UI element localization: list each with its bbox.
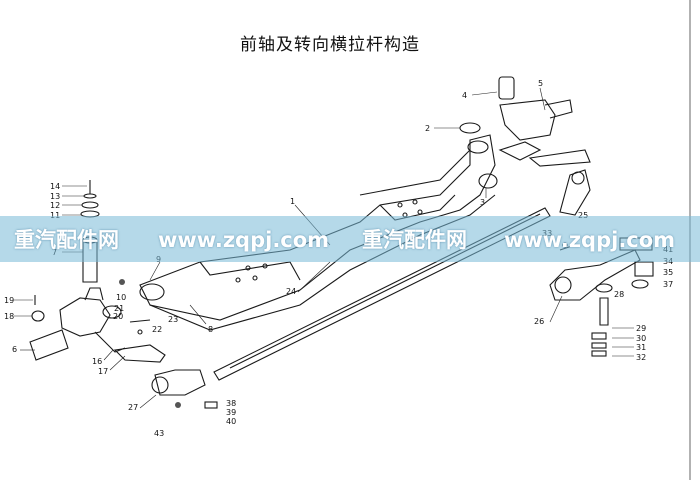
- callout-27: 27: [128, 403, 138, 412]
- left-tie-rod-end: [151, 369, 218, 409]
- callout-13: 13: [50, 192, 60, 201]
- callout-3: 3: [480, 198, 485, 207]
- callout-24: 24: [286, 287, 296, 296]
- callout-30: 30: [636, 334, 646, 343]
- callout-29: 29: [636, 324, 646, 333]
- callout-11: 11: [50, 211, 60, 220]
- left-steering-knuckle: [29, 287, 166, 363]
- callout-2: 2: [425, 124, 430, 133]
- callout-1: 1: [290, 197, 295, 206]
- callout-37: 37: [663, 280, 673, 289]
- callout-43: 43: [154, 429, 164, 438]
- watermark-url: www.zqpj.com: [158, 228, 330, 252]
- callout-39: 39: [226, 408, 236, 417]
- watermark-text-cn: 重汽配件网: [362, 228, 467, 252]
- diagram-title: 前轴及转向横拉杆构造: [240, 35, 420, 55]
- callout-35: 35: [663, 268, 673, 277]
- callout-40: 40: [226, 417, 236, 426]
- callout-32: 32: [636, 353, 646, 362]
- callout-38: 38: [226, 399, 236, 408]
- callout-6: 6: [12, 345, 17, 354]
- callout-22: 22: [152, 325, 162, 334]
- watermark-band: [0, 216, 700, 262]
- callout-14: 14: [50, 182, 60, 191]
- callout-16: 16: [92, 357, 102, 366]
- callout-25: 25: [578, 211, 588, 220]
- watermark-url: www.zqpj.com: [504, 228, 676, 252]
- callout-8: 8: [208, 325, 213, 334]
- callout-10: 10: [116, 293, 126, 302]
- callout-28: 28: [614, 290, 624, 299]
- callout-26: 26: [534, 317, 544, 326]
- callout-12: 12: [50, 201, 60, 210]
- callout-31: 31: [636, 343, 646, 352]
- callout-19: 19: [4, 296, 14, 305]
- callout-17: 17: [98, 367, 108, 376]
- right-steering-knuckle: [459, 76, 591, 189]
- callout-23: 23: [168, 315, 178, 324]
- callout-5: 5: [538, 79, 543, 88]
- callout-4: 4: [462, 91, 467, 100]
- callout-20: 20: [113, 312, 123, 321]
- right-tie-rod-end: [559, 169, 591, 216]
- callout-21: 21: [114, 304, 124, 313]
- callout-18: 18: [4, 312, 14, 321]
- watermark-text-cn: 重汽配件网: [14, 228, 119, 252]
